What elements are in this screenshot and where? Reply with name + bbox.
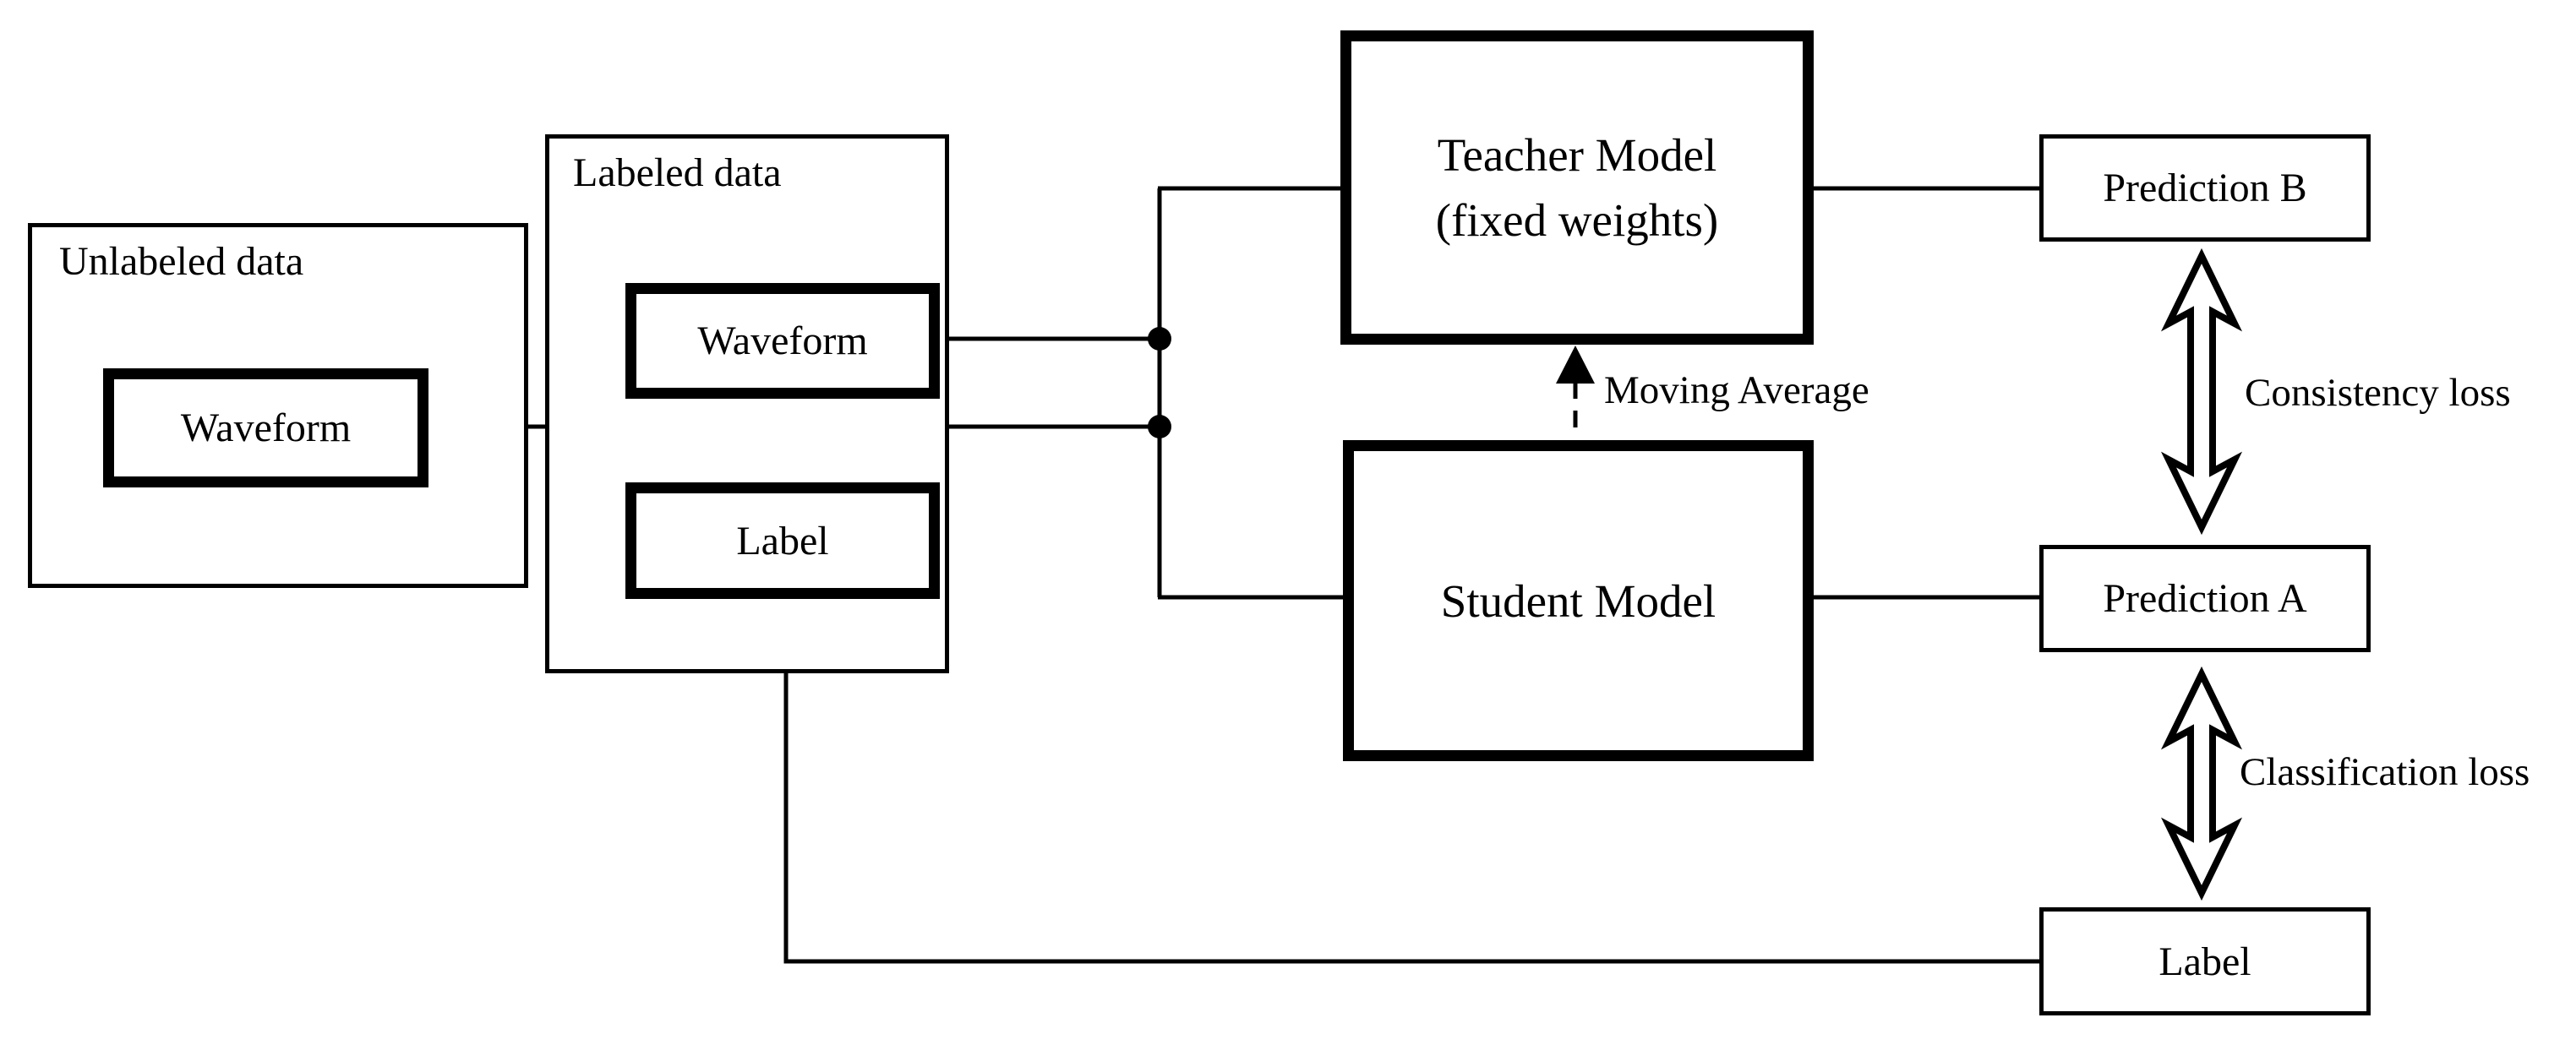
labeled-label-box: Label	[625, 482, 940, 599]
unlabeled-data-title: Unlabeled data	[59, 239, 304, 284]
unlabeled-waveform-label: Waveform	[180, 405, 352, 450]
consistency-loss-double-arrow-icon	[2160, 248, 2243, 536]
labeled-label-text: Label	[736, 518, 829, 563]
student-model-label: Student Model	[1440, 574, 1716, 627]
prediction-b-label: Prediction B	[2103, 166, 2307, 210]
moving-average-label: Moving Average	[1604, 368, 1869, 412]
teacher-model-line2: (fixed weights)	[1435, 194, 1719, 246]
unlabeled-waveform-box: Waveform	[103, 368, 428, 487]
moving-average-arrowhead-icon	[1556, 346, 1595, 384]
consistency-loss-label: Consistency loss	[2245, 371, 2511, 415]
student-model-box: Student Model	[1343, 440, 1814, 761]
teacher-model-box: Teacher Model (fixed weights)	[1340, 30, 1814, 345]
prediction-a-label: Prediction A	[2103, 576, 2307, 621]
labeled-waveform-box: Waveform	[625, 283, 940, 399]
prediction-b-box: Prediction B	[2039, 134, 2371, 242]
labeled-data-title: Labeled data	[573, 150, 782, 195]
junction-dot-labeled	[1148, 327, 1171, 351]
junction-dot-unlabeled	[1148, 415, 1171, 438]
classification-loss-label: Classification loss	[2240, 750, 2530, 794]
ground-truth-label-box: Label	[2039, 907, 2371, 1015]
teacher-model-line1: Teacher Model	[1437, 129, 1717, 181]
labeled-waveform-label: Waveform	[697, 318, 868, 363]
ground-truth-label-text: Label	[2158, 939, 2251, 984]
classification-loss-double-arrow-icon	[2160, 666, 2243, 901]
edge-label-to-label-box	[783, 596, 2043, 964]
prediction-a-box: Prediction A	[2039, 545, 2371, 652]
